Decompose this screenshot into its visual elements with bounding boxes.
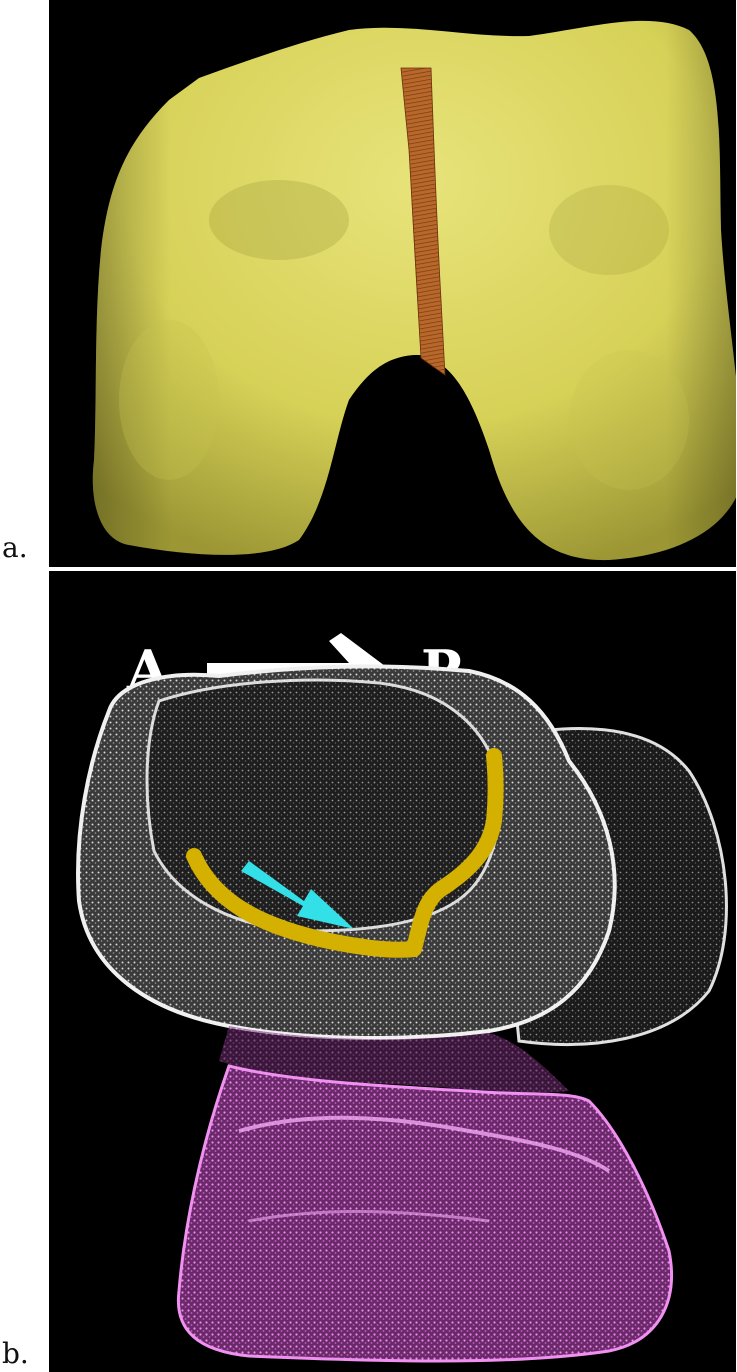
panel-b-knee-mesh-render: A P [49,571,736,1372]
knee-mesh-model: A P [49,571,736,1372]
femur-3d-model [49,0,736,567]
panel-a-femur-render [49,0,736,567]
panel-b-label: b. [2,1340,29,1368]
panel-a-label: a. [2,534,28,562]
